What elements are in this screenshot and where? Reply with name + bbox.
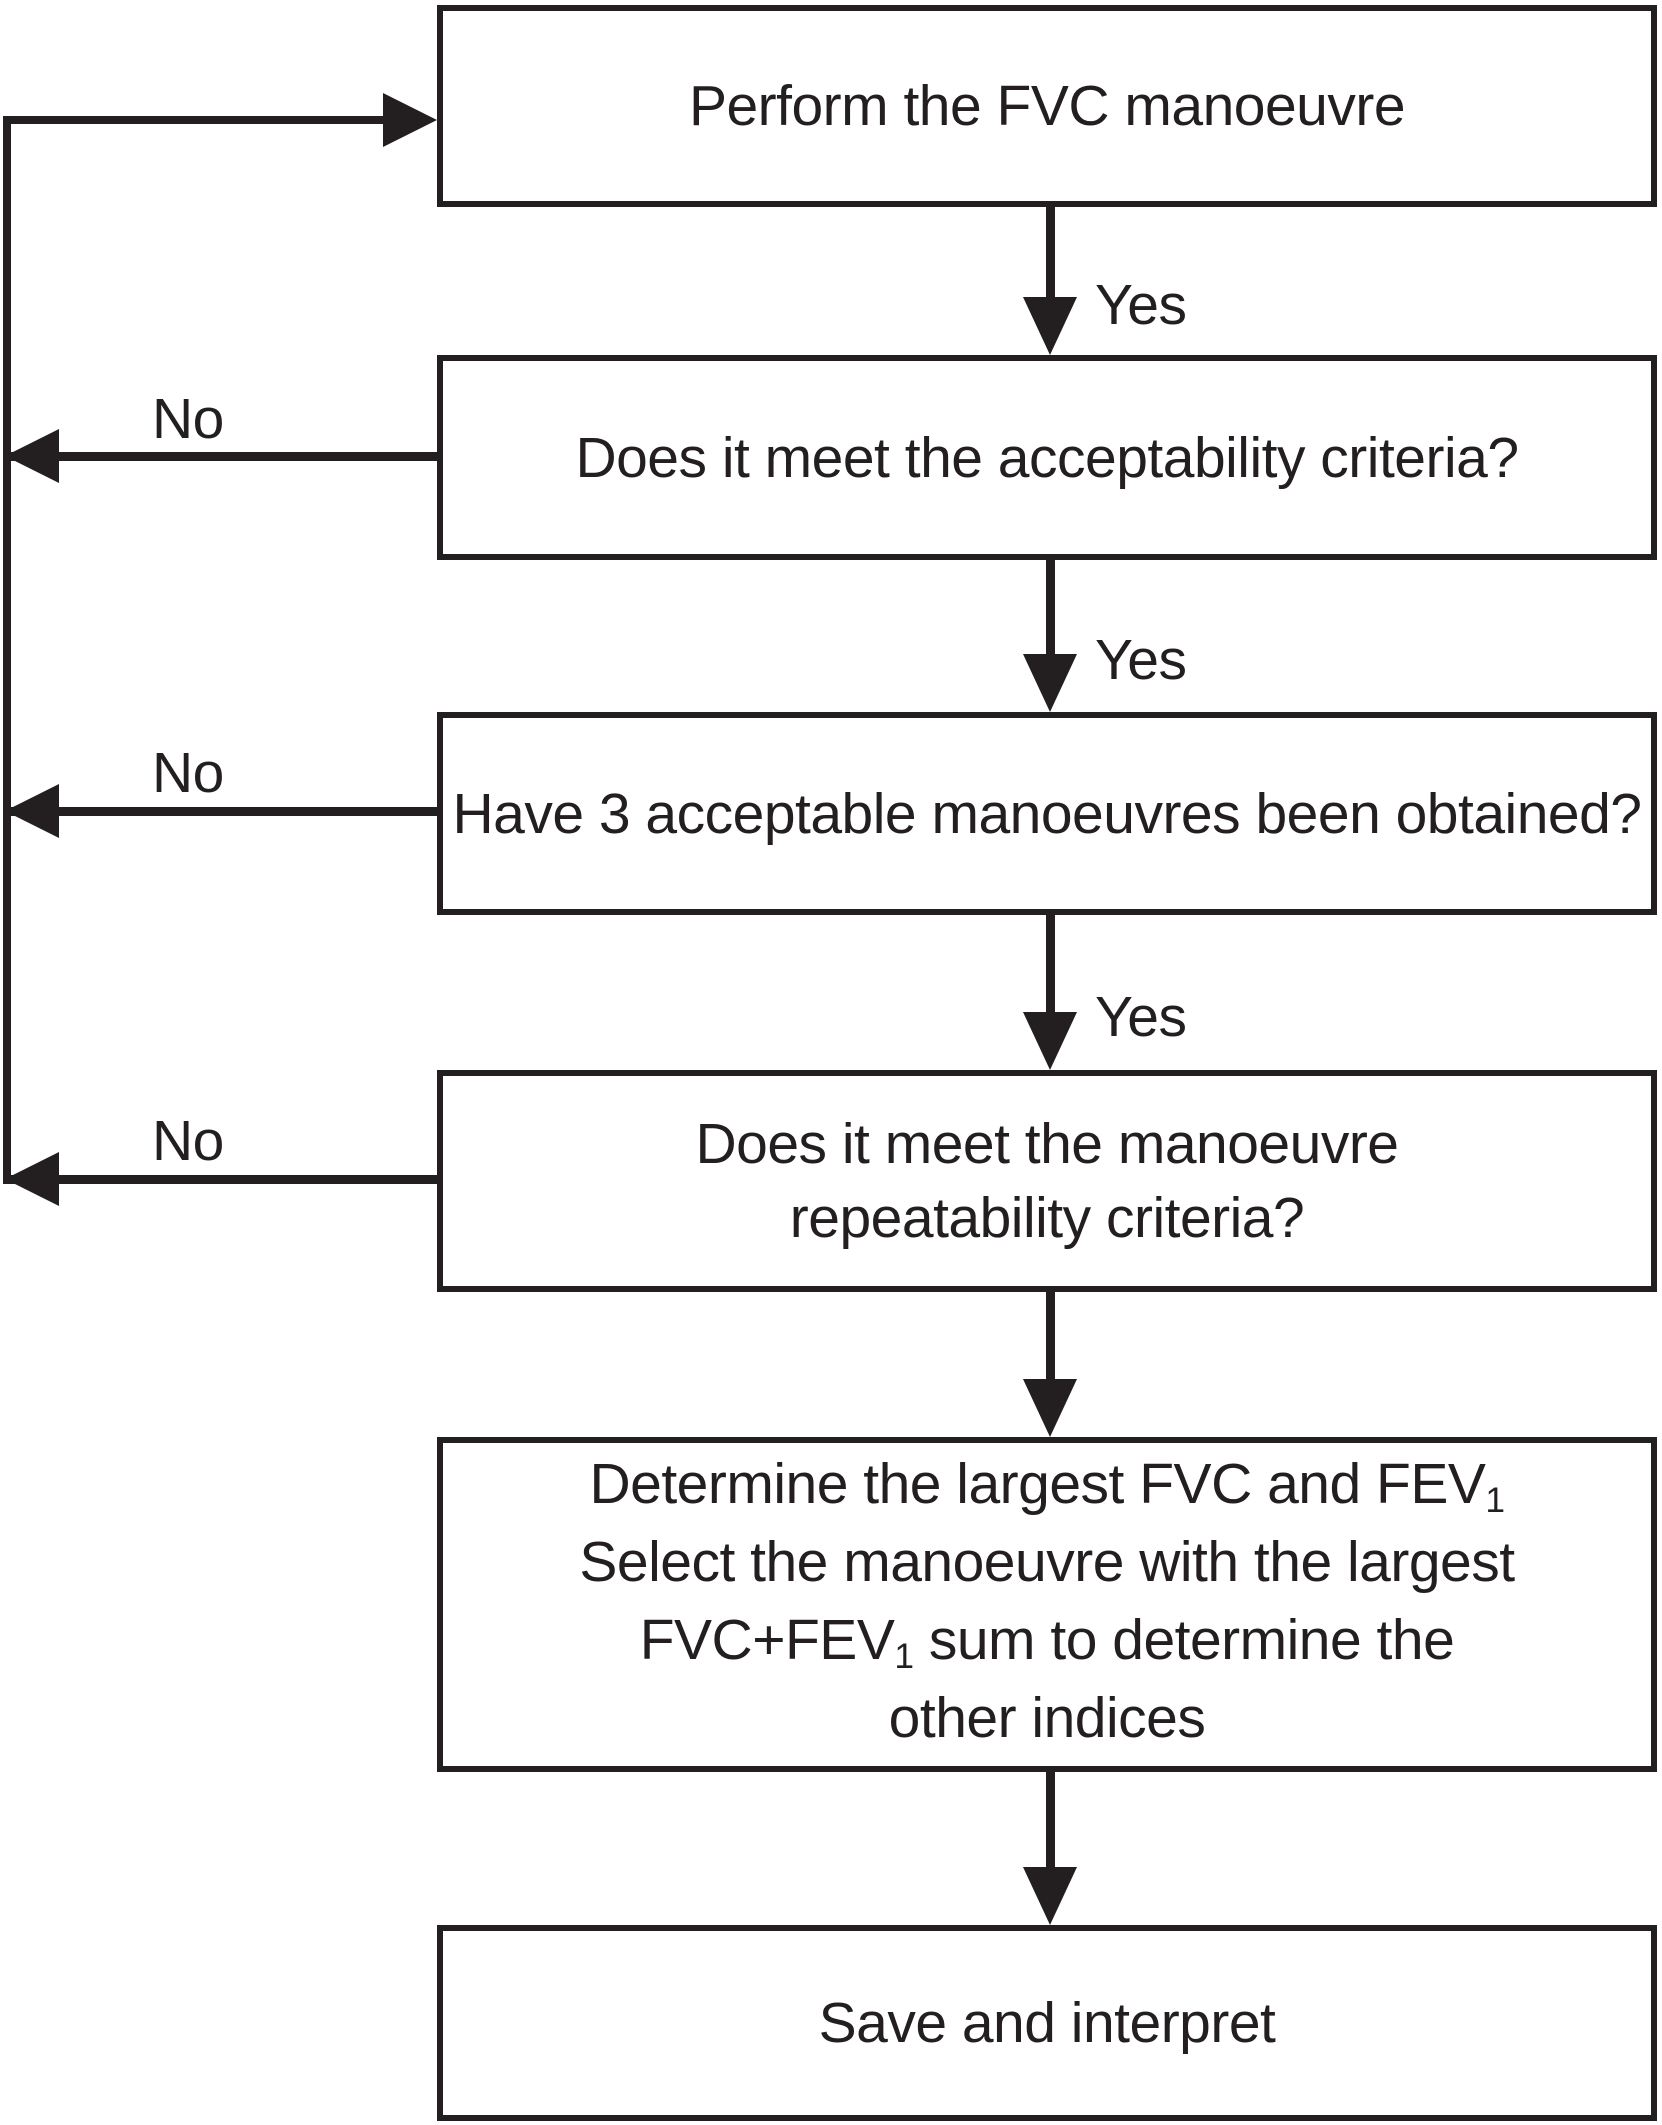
no-line-three-acceptable [8, 807, 437, 816]
arrowhead-down-icon [1023, 1012, 1077, 1070]
arrow-determine-to-save [1046, 1772, 1055, 1869]
loop-line-top [3, 116, 385, 124]
node-save-interpret: Save and interpret [437, 1925, 1657, 2121]
arrow-repeatability-to-determine [1046, 1292, 1055, 1381]
arrow-acceptability-to-three [1046, 560, 1055, 656]
node-acceptability: Does it meet the acceptability criteria? [437, 355, 1657, 560]
edge-label-no-1: No [152, 387, 224, 451]
arrowhead-left-icon [5, 429, 59, 483]
edge-label-yes-2: Yes [1095, 628, 1187, 692]
arrowhead-left-icon [5, 1152, 59, 1206]
no-line-repeatability [8, 1175, 437, 1184]
loop-line-vertical [3, 116, 11, 1184]
node-determine-largest: Determine the largest FVC and FEV1 Selec… [437, 1437, 1657, 1772]
node-perform-fvc: Perform the FVC manoeuvre [437, 5, 1657, 207]
no-line-acceptability [8, 452, 437, 461]
node-save-interpret-label: Save and interpret [818, 1991, 1276, 2055]
arrowhead-left-icon [5, 784, 59, 838]
fev1-subscript: 1 [1485, 1480, 1505, 1520]
arrowhead-down-icon [1023, 654, 1077, 712]
node-repeatability-label: Does it meet the manoeuvre repeatability… [695, 1112, 1399, 1250]
node-determine-largest-line-4: other indices [888, 1685, 1206, 1750]
fev1-subscript: 1 [894, 1636, 914, 1676]
node-three-acceptable: Have 3 acceptable manoeuvres been obtain… [437, 712, 1657, 915]
edge-label-no-3: No [152, 1109, 224, 1173]
arrowhead-down-icon [1023, 1867, 1077, 1925]
arrowhead-down-icon [1023, 297, 1077, 355]
arrow-three-to-repeatability [1046, 915, 1055, 1014]
node-repeatability: Does it meet the manoeuvre repeatability… [437, 1070, 1657, 1292]
edge-label-no-2: No [152, 741, 224, 805]
node-determine-largest-line-2: Select the manoeuvre with the largest [579, 1529, 1515, 1594]
node-determine-largest-line-3: FVC+FEV1 sum to determine the [639, 1607, 1455, 1676]
node-perform-fvc-label: Perform the FVC manoeuvre [688, 74, 1406, 138]
edge-label-yes-3: Yes [1095, 985, 1187, 1049]
node-determine-largest-line-1: Determine the largest FVC and FEV1 [589, 1451, 1505, 1520]
node-acceptability-label: Does it meet the acceptability criteria? [575, 425, 1519, 490]
arrow-perform-to-acceptability [1046, 207, 1055, 306]
arrowhead-down-icon [1023, 1379, 1077, 1437]
edge-label-yes-1: Yes [1095, 273, 1187, 337]
node-three-acceptable-label: Have 3 acceptable manoeuvres been obtain… [452, 781, 1642, 846]
arrowhead-right-icon [383, 93, 437, 147]
